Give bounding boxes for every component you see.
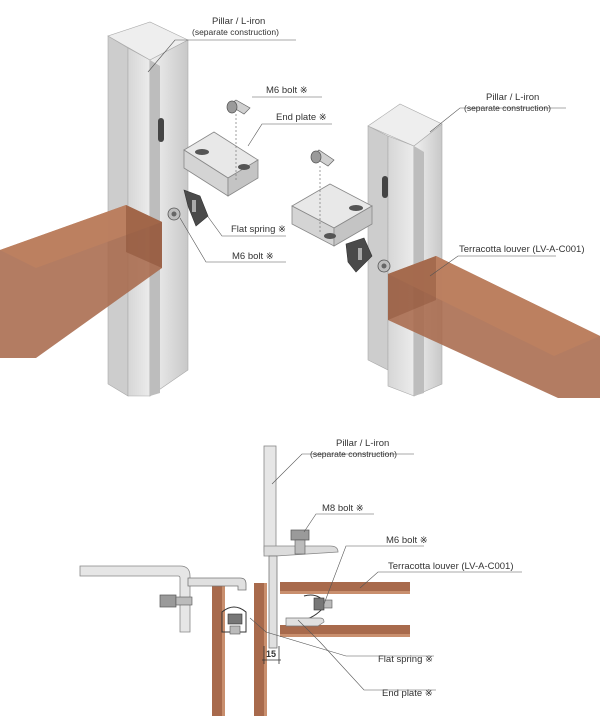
- bottom-left-l-iron: [79, 565, 191, 633]
- top-left-flat-spring-label: Flat spring ※: [231, 224, 286, 235]
- bottom-right-louvers: [280, 582, 410, 637]
- bottom-left-louvers: [212, 583, 267, 716]
- left-terracotta-louver: [0, 205, 162, 358]
- right-end-plate: [291, 183, 373, 247]
- left-flat-spring: [183, 189, 209, 227]
- left-m6-bolt-upper: [226, 99, 251, 180]
- top-left-assembly: Pillar / L-iron (separate construction) …: [0, 16, 332, 397]
- top-left-pillar-label: Pillar / L-iron: [212, 16, 265, 27]
- top-left-end-plate-label: End plate ※: [276, 112, 327, 123]
- top-right-pillar-label: Pillar / L-iron: [486, 92, 539, 103]
- bottom-flat-spring-label: Flat spring ※: [378, 654, 433, 665]
- right-terracotta-louver: [388, 256, 600, 398]
- bottom-m8-bolt-label: M8 bolt ※: [322, 503, 364, 514]
- bottom-bracket-plate: [268, 555, 278, 649]
- bottom-pillar-sub: (separate construction): [310, 449, 397, 459]
- top-right-louver-label: Terracotta louver (LV-A-C001): [459, 244, 585, 255]
- bottom-section-view: 15 Pillar / L-iron (separate constructio…: [79, 438, 522, 716]
- left-end-plate: [183, 131, 259, 197]
- bottom-louver-label: Terracotta louver (LV-A-C001): [388, 561, 514, 572]
- top-left-m6-bolt-lower-label: M6 bolt ※: [232, 251, 274, 262]
- bottom-right-flat-spring: [285, 594, 333, 627]
- left-m6-bolt-lower: [167, 207, 181, 221]
- bottom-m8-bolt: [290, 529, 310, 555]
- bottom-end-plate-label: End plate ※: [382, 688, 433, 699]
- top-left-m6-bolt-upper-label: M6 bolt ※: [266, 85, 308, 96]
- right-m6-bolt-upper: [310, 149, 335, 232]
- bottom-leaders: [249, 453, 522, 691]
- right-flat-spring: [345, 237, 373, 273]
- bottom-dimension-15: 15: [262, 646, 281, 664]
- top-right-assembly: Pillar / L-iron (separate construction) …: [291, 92, 600, 398]
- top-left-pillar-sub: (separate construction): [192, 27, 279, 37]
- bottom-left-bolt: [159, 594, 193, 608]
- dimension-value: 15: [266, 649, 276, 659]
- bottom-left-flat-spring: [221, 606, 247, 635]
- top-right-pillar-sub: (separate construction): [464, 103, 551, 113]
- top-right-leaders: [429, 107, 566, 277]
- top-left-leaders: [147, 39, 332, 263]
- bottom-m6-bolt-label: M6 bolt ※: [386, 535, 428, 546]
- right-pillar: [367, 103, 443, 397]
- bottom-end-plate-left: [187, 577, 247, 591]
- right-m6-bolt-lower: [377, 259, 391, 273]
- bottom-pillar-label: Pillar / L-iron: [336, 438, 389, 449]
